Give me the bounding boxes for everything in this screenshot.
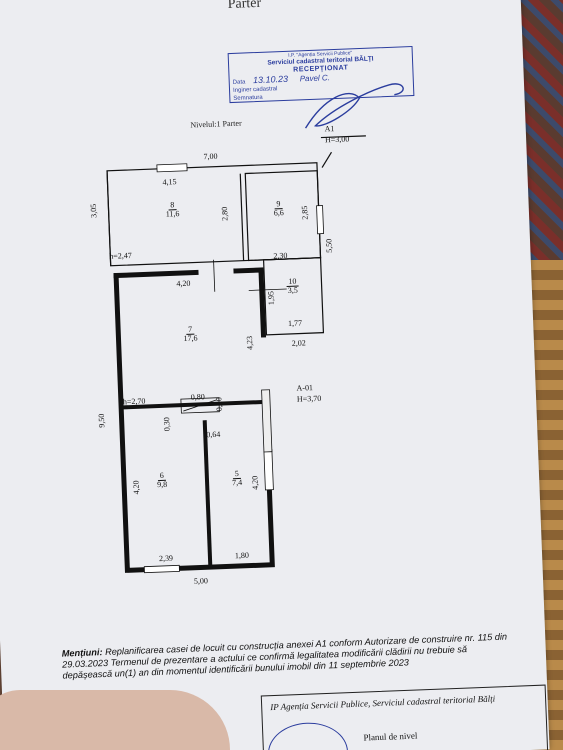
dim-room5-right: 4,20 bbox=[250, 475, 260, 491]
dim-room6-bottom: 2,39 bbox=[158, 553, 174, 564]
document-sheet: Parter Nivelul:1 Parter I.P. "Agenția Se… bbox=[0, 0, 550, 750]
annex-a1-name: A1 bbox=[324, 124, 335, 134]
dim-room7-right: 4,23 bbox=[244, 335, 255, 351]
dim-door-depth: 0,20 bbox=[214, 397, 224, 412]
dim-room9-right: 2,85 bbox=[300, 205, 310, 220]
dim-right-side: 5,50 bbox=[324, 238, 334, 254]
height-h1: h=2,47 bbox=[109, 250, 133, 261]
dim-room10-bottom: 1,77 bbox=[287, 318, 303, 328]
dim-hall-right: 0,64 bbox=[206, 429, 221, 440]
dim-room6-left: 4,20 bbox=[131, 480, 141, 495]
dim-room10-width: 2,30 bbox=[273, 250, 288, 261]
dim-top-total: 7,00 bbox=[203, 151, 218, 162]
annex-a01-height: H=3,70 bbox=[296, 393, 322, 404]
annex-a01-name: A-01 bbox=[296, 383, 314, 393]
room8-room9-wall bbox=[239, 173, 245, 261]
note-label: Mențiuni: bbox=[61, 647, 103, 659]
main-house-walls bbox=[113, 272, 275, 573]
dim-room10-height: 1,95 bbox=[266, 290, 276, 306]
dim-step-width: 2,02 bbox=[291, 338, 306, 348]
dim-room8-width: 4,15 bbox=[162, 177, 177, 187]
signature-scribble bbox=[304, 83, 404, 129]
annex-a1-outline bbox=[106, 162, 322, 267]
dim-room5-bottom: 1,80 bbox=[234, 550, 250, 561]
title-block-doc: Planul de nivel bbox=[363, 730, 418, 743]
title-block-org: IP Agenția Servicii Publice, Serviciul c… bbox=[270, 693, 496, 713]
floor-plan bbox=[106, 83, 404, 574]
dim-left-upper: 3,05 bbox=[88, 203, 99, 219]
dim-hall-left: 0,30 bbox=[162, 417, 172, 432]
dim-door-width: 0,80 bbox=[190, 392, 205, 402]
dim-room7-top: 4,20 bbox=[176, 278, 191, 289]
height-h2: h=2,70 bbox=[122, 396, 146, 407]
official-seal bbox=[266, 721, 350, 750]
dim-left-total: 9,50 bbox=[96, 413, 107, 428]
annex-a1-height: H=3,00 bbox=[324, 134, 350, 145]
room10-outline bbox=[262, 257, 325, 336]
dim-room8-right: 2,80 bbox=[220, 206, 230, 221]
hand-holding-sheet bbox=[0, 690, 230, 750]
dim-bottom-total: 5,00 bbox=[193, 576, 209, 586]
title-block: IP Agenția Servicii Publice, Serviciul c… bbox=[260, 684, 549, 750]
